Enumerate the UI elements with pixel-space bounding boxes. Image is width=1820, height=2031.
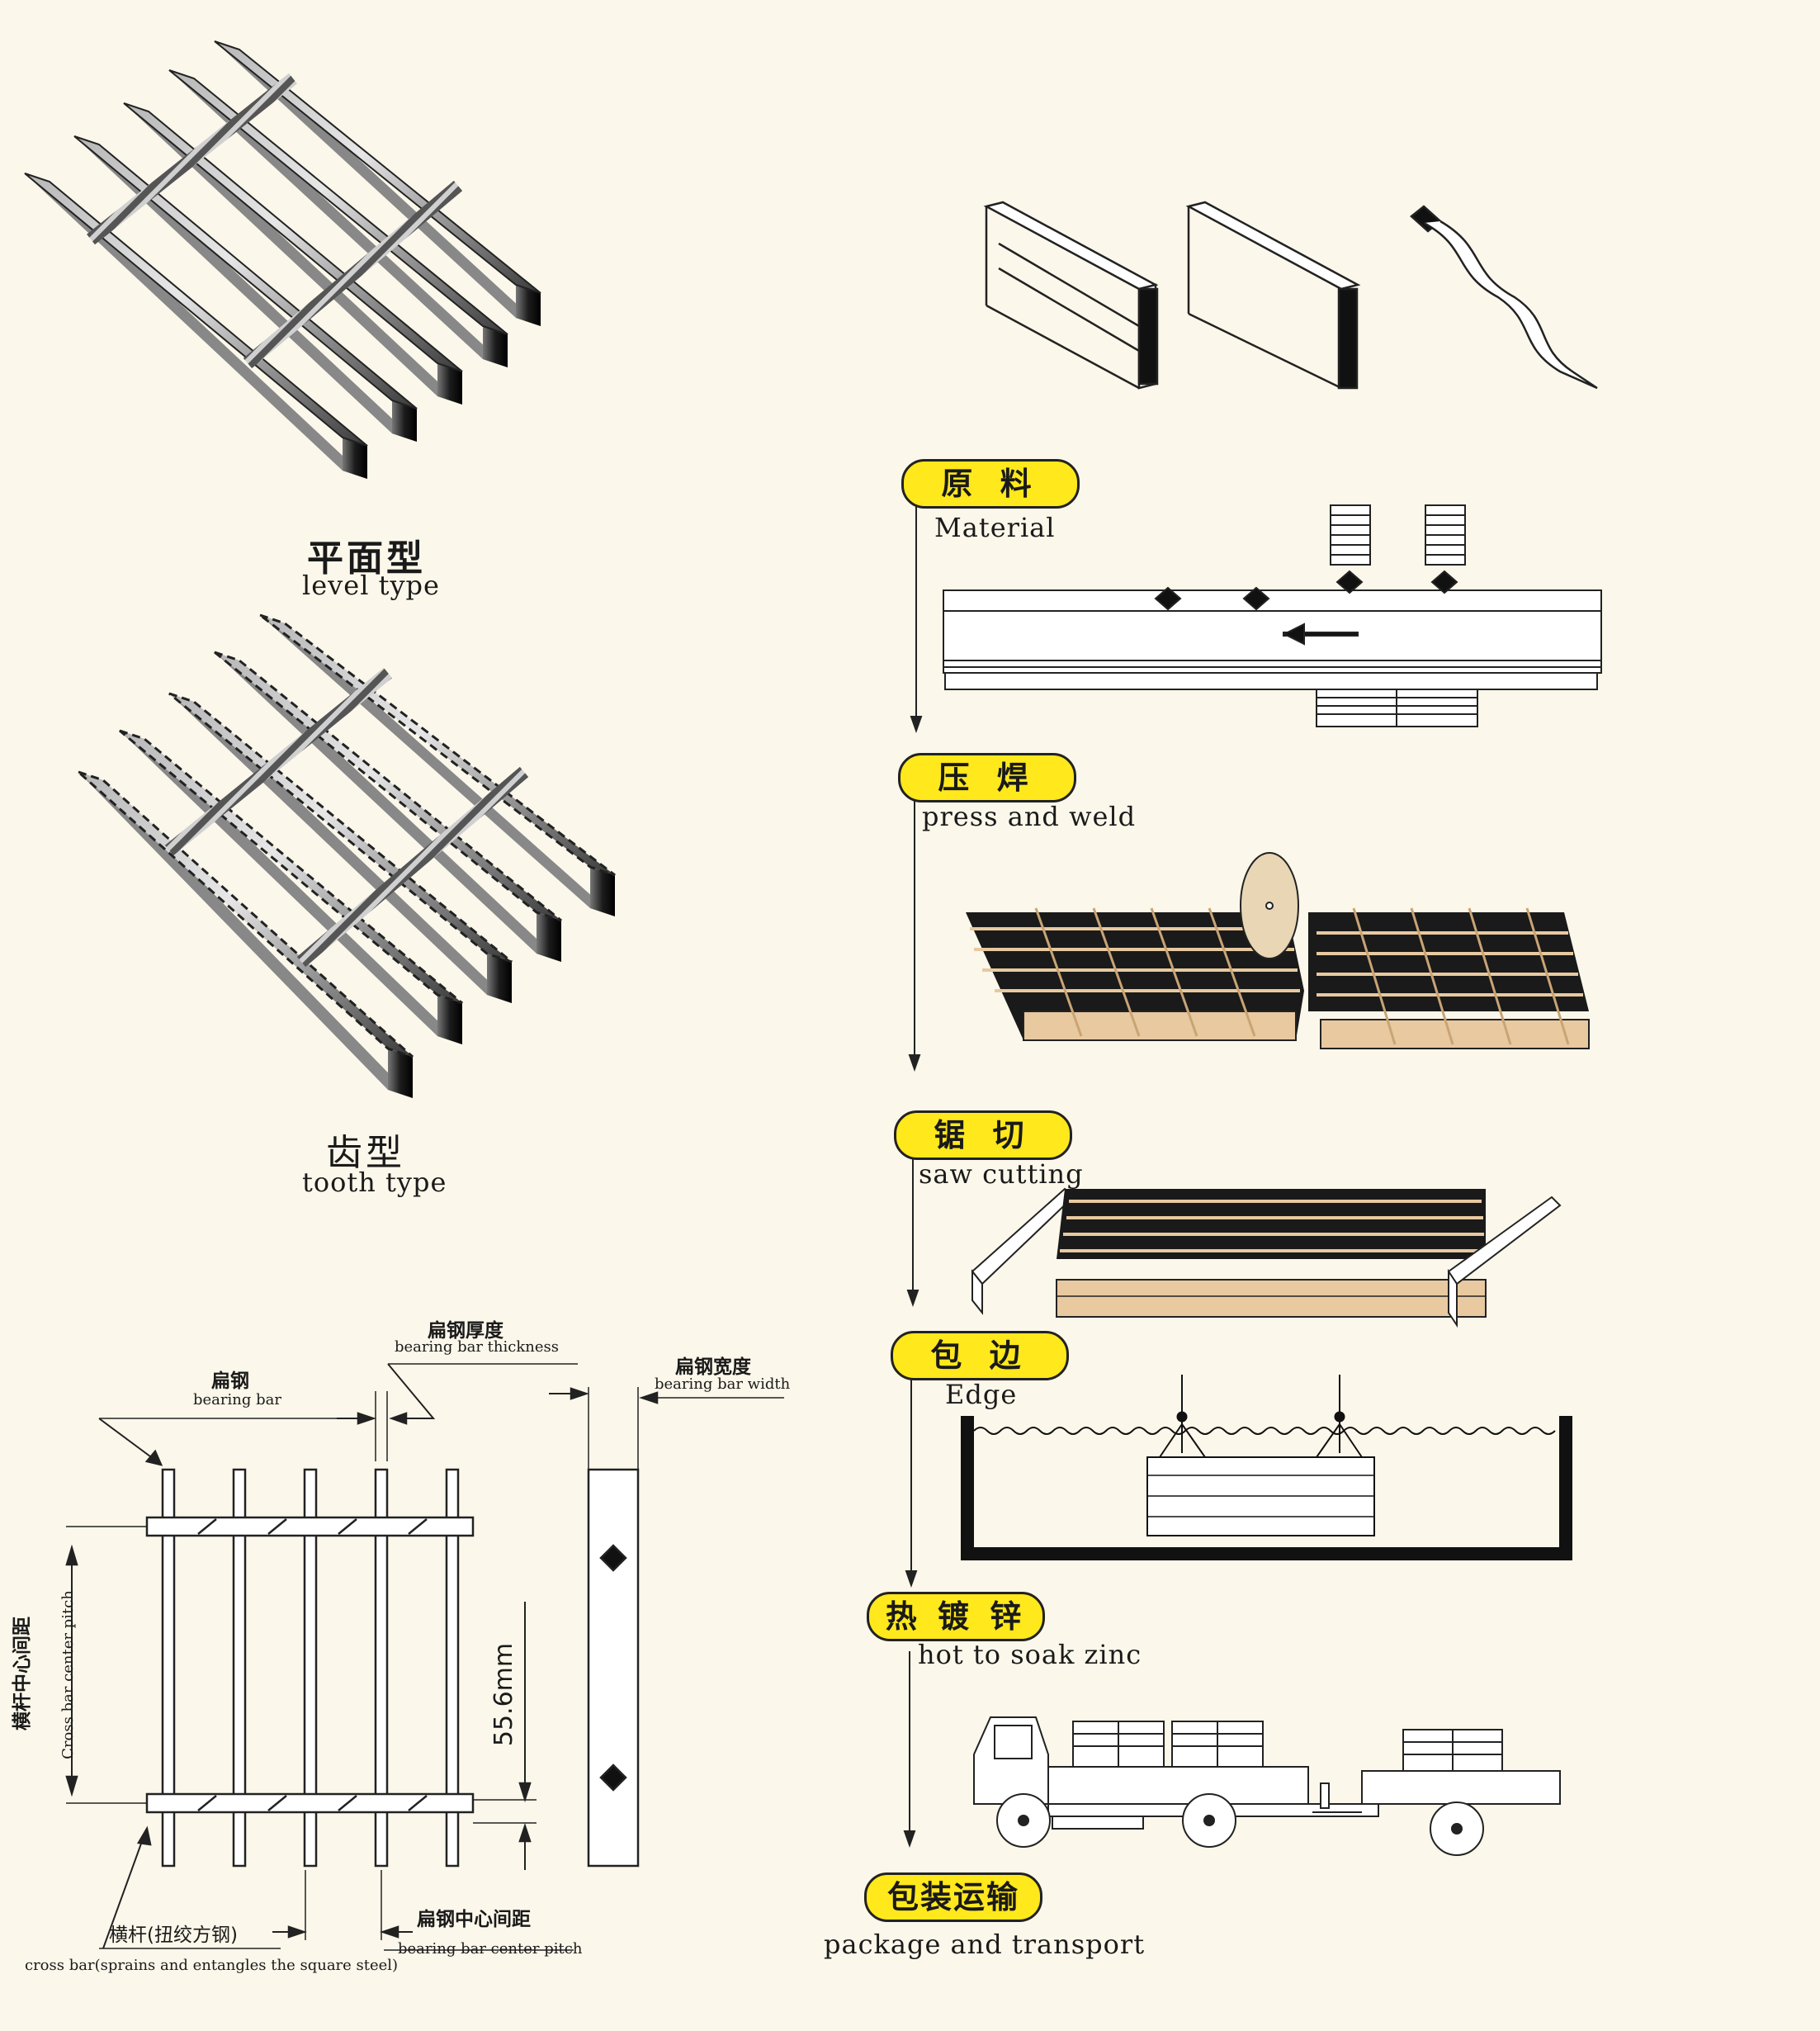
dimension-drawing — [65, 1363, 784, 1951]
cross-pitch-en-label: Cross bar center pitch — [59, 1590, 77, 1759]
level-type-en-label: level type — [302, 570, 440, 601]
process-flow-line — [903, 504, 923, 1849]
thickness-cn-label: 扁钢厚度 — [428, 1320, 503, 1342]
step-press-weld-pill: 压 焊 — [898, 753, 1076, 802]
cross-pitch-cn-label: 横杆中心间距 — [12, 1617, 33, 1730]
bearing-bar-en-label: bearing bar — [193, 1391, 281, 1408]
step-saw-cutting-label: saw cutting — [919, 1158, 1084, 1190]
bearing-pitch-cn-label: 扁钢中心间距 — [417, 1909, 531, 1930]
step-galvanize-pill: 热 镀 锌 — [867, 1592, 1045, 1641]
bearing-bar — [232, 1468, 247, 1868]
step-material-pill: 原 料 — [901, 459, 1080, 509]
pitch-value-label: 55.6mm — [489, 1642, 519, 1747]
step-edge-pill: 包 边 — [891, 1331, 1069, 1380]
step-edge-label: Edge — [945, 1379, 1018, 1410]
bearing-bar-cn-label: 扁钢 — [211, 1371, 249, 1392]
bearing-bar — [374, 1468, 389, 1868]
tooth-type-grating — [78, 613, 616, 1098]
level-type-grating — [24, 40, 541, 479]
width-cn-label: 扁钢宽度 — [675, 1356, 751, 1378]
step-transport-pill: 包装运输 — [864, 1872, 1042, 1922]
level-type-cn-label: 平面型 — [307, 537, 426, 580]
step-press-weld-label: press and weld — [922, 801, 1137, 832]
cross-bar-en-label: cross bar(sprains and entangles the squa… — [25, 1957, 399, 1974]
transport-truck — [973, 1716, 1561, 1856]
raw-material-shapes — [983, 201, 1598, 390]
bearing-bar — [161, 1468, 176, 1868]
step-transport-label: package and transport — [824, 1929, 1146, 1960]
bearing-pitch-en-label: bearing bar center pitch — [398, 1940, 583, 1958]
thickness-en-label: bearing bar thickness — [395, 1338, 559, 1356]
step-material-label: Material — [934, 512, 1056, 543]
saw-cutting-scene — [966, 852, 1590, 1049]
press-weld-machine — [943, 504, 1602, 727]
edge-banding-scene — [971, 1187, 1562, 1328]
galvanizing-tank — [961, 1375, 1572, 1560]
tooth-type-en-label: tooth type — [302, 1167, 447, 1198]
cross-bar-cn-label: 横杆(扭绞方钢) — [109, 1924, 238, 1946]
step-saw-cutting-pill: 锯 切 — [894, 1110, 1072, 1160]
tooth-type-cn-label: 齿型 — [326, 1132, 405, 1174]
bearing-bar — [445, 1468, 460, 1868]
bearing-bar — [303, 1468, 318, 1868]
width-en-label: bearing bar width — [655, 1375, 791, 1393]
step-galvanize-label: hot to soak zinc — [918, 1639, 1142, 1670]
